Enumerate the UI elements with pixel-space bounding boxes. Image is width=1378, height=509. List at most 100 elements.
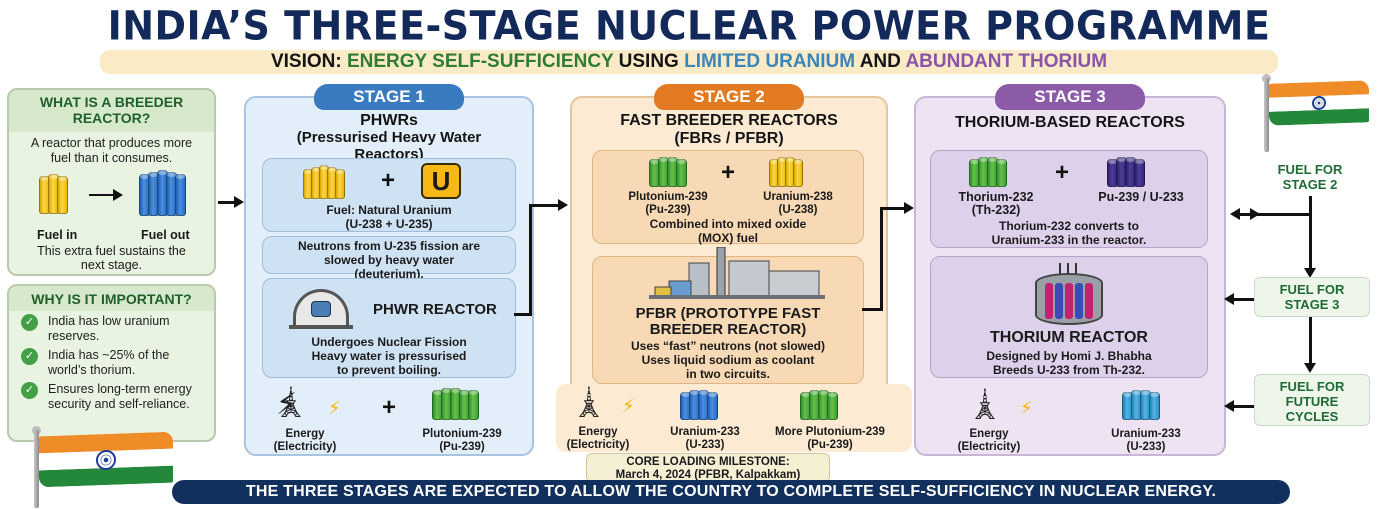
arrow-head-icon bbox=[1224, 400, 1234, 412]
mox-line1: Combined into mixed oxide bbox=[649, 217, 807, 231]
stage-1-moderator-note: Neutrons from U-235 fission are slowed b… bbox=[262, 236, 516, 281]
stage-1-fuel-box: + U Fuel: Natural Uranium (U-238 + U-235… bbox=[262, 158, 516, 232]
importance-text: India has ~25% of the world’s thorium. bbox=[48, 348, 170, 377]
stage-3-output-energy: Energy(Electricity) bbox=[957, 428, 1021, 453]
plus-icon: + bbox=[721, 159, 736, 186]
stage-2-pill: STAGE 2 bbox=[654, 84, 804, 110]
uranium-233-rods-icon bbox=[680, 390, 718, 420]
arrow-head-icon bbox=[904, 202, 914, 214]
uranium-rods-icon bbox=[303, 165, 345, 199]
importance-item: ✓ India has low uranium reserves. bbox=[9, 311, 214, 345]
reactor-line1: Undergoes Nuclear Fission bbox=[311, 335, 467, 349]
page-title: INDIA’S THREE-STAGE NUCLEAR POWER PROGRA… bbox=[107, 2, 1271, 50]
stage-1-panel: STAGE 1 PHWRs (Pressurised Heavy Water R… bbox=[244, 84, 534, 456]
vision-using: USING bbox=[618, 51, 679, 72]
pfbr-line3: in two circuits. bbox=[685, 367, 770, 381]
stage-3-output-u233: Uranium-233(U-233) bbox=[1111, 428, 1181, 453]
uranium-238-label: Uranium-238(U-238) bbox=[763, 191, 833, 216]
flow-to-u233-output bbox=[1232, 405, 1254, 408]
arrow-head-icon bbox=[1304, 268, 1316, 278]
fuel-out-label: Fuel out bbox=[141, 228, 190, 242]
plutonium-label: Plutonium-239(Pu-239) bbox=[628, 191, 708, 216]
pfbr-title-line1: PFBR (PROTOTYPE FAST bbox=[635, 305, 821, 322]
thorium-label: Thorium-232(Th-232) bbox=[958, 190, 1034, 217]
thorium-reactor-icon bbox=[1035, 263, 1103, 325]
stage-3-pill: STAGE 3 bbox=[995, 84, 1145, 110]
check-icon: ✓ bbox=[21, 314, 38, 331]
plutonium-rods-icon bbox=[800, 390, 838, 420]
thorium-note-line2: Uranium-233 in the reactor. bbox=[991, 233, 1147, 247]
pfbr-plant-icon bbox=[649, 247, 825, 299]
power-tower-icon: 🗼︎ bbox=[272, 386, 311, 419]
lightning-icon: ⚡ bbox=[328, 398, 341, 418]
stage-1-fuel-line1: Fuel: Natural Uranium bbox=[326, 203, 452, 217]
thorium-note-line1: Thorium-232 converts to bbox=[998, 219, 1140, 233]
arrow-head-icon bbox=[234, 196, 244, 208]
thorium-rods-icon bbox=[969, 157, 1007, 187]
vision-thorium: ABUNDANT THORIUM bbox=[905, 51, 1108, 72]
phwr-reactor-label: PHWR REACTOR bbox=[373, 301, 497, 318]
plus-icon: + bbox=[381, 167, 396, 194]
breeder-info-box: WHAT IS A BREEDER REACTOR? A reactor tha… bbox=[7, 88, 216, 276]
stage-2-output-energy: Energy(Electricity) bbox=[566, 426, 630, 451]
arrow-head-icon bbox=[1250, 208, 1260, 220]
check-icon: ✓ bbox=[21, 348, 38, 365]
conclusion-banner: THE THREE STAGES ARE EXPECTED TO ALLOW T… bbox=[172, 480, 1290, 504]
uranium-233-rods-icon bbox=[1122, 390, 1160, 420]
thorium-reactor-line2: Breeds U-233 from Th-232. bbox=[992, 363, 1146, 377]
pfbr-line1: Uses “fast” neutrons (not slowed) bbox=[630, 339, 826, 353]
stage-3-reactor-box: THORIUM REACTOR Designed by Homi J. Bhab… bbox=[930, 256, 1208, 378]
milestone-line2: March 4, 2024 (PFBR, Kalpakkam) bbox=[615, 469, 801, 481]
mox-line2: (MOX) fuel bbox=[698, 231, 758, 245]
stage-2-subtitle: (FBRs / PFBR) bbox=[674, 130, 784, 147]
plus-icon: + bbox=[382, 394, 397, 421]
thorium-reactor-line1: Designed by Homi J. Bhabha bbox=[986, 349, 1152, 363]
arrow-segment bbox=[880, 207, 906, 210]
vision-banner: VISION: ENERGY SELF-SUFFICIENCY USING LI… bbox=[100, 50, 1278, 74]
arrow-head-icon bbox=[1224, 293, 1234, 305]
reactor-line3: to prevent boiling. bbox=[337, 363, 441, 377]
vision-energy: ENERGY SELF-SUFFICIENCY bbox=[346, 51, 614, 72]
arrow-segment bbox=[529, 204, 561, 207]
stage-3-title: THORIUM-BASED REACTORS bbox=[955, 114, 1185, 131]
thorium-reactor-label: THORIUM REACTOR bbox=[990, 329, 1148, 346]
stage-2-reactor-box: PFBR (PROTOTYPE FAST BREEDER REACTOR) Us… bbox=[592, 247, 864, 384]
fuel-in-label: Fuel in bbox=[37, 228, 78, 242]
arrow-segment bbox=[529, 204, 532, 316]
stage-3-fuel-box: + Thorium-232(Th-232) Pu-239 / U-233 Tho… bbox=[930, 150, 1208, 248]
power-tower-icon: 🗼︎ bbox=[966, 388, 1005, 421]
power-tower-icon: ⚡︎ bbox=[276, 388, 298, 421]
arrow-head-icon bbox=[558, 199, 568, 211]
arrow-head-icon bbox=[1304, 363, 1316, 373]
arrow-segment bbox=[880, 207, 883, 311]
flow-vertical-line bbox=[1309, 317, 1312, 365]
uranium-symbol-icon: U bbox=[421, 163, 461, 199]
plus-icon: + bbox=[1055, 159, 1070, 186]
breeder-heading: WHAT IS A BREEDER REACTOR? bbox=[9, 90, 214, 132]
stage-2-output-u233: Uranium-233(U-233) bbox=[670, 426, 740, 451]
stage-1-fuel-line2: (U-238 + U-235) bbox=[345, 217, 433, 231]
arrow-to-stage1 bbox=[218, 201, 236, 204]
stage-1-reactor-box: PHWR REACTOR Undergoes Nuclear Fission H… bbox=[262, 278, 516, 378]
lightning-icon: ⚡ bbox=[622, 396, 635, 416]
arrow-head-icon bbox=[113, 189, 123, 201]
stage-2-output-plutonium: More Plutonium-239(Pu-239) bbox=[775, 426, 885, 451]
importance-heading: WHY IS IT IMPORTANT? bbox=[9, 286, 214, 311]
importance-item: ✓ India has ~25% of the world’s thorium. bbox=[9, 345, 214, 379]
uranium-rods-icon bbox=[769, 157, 803, 187]
milestone-line1: CORE LOADING MILESTONE: bbox=[626, 456, 790, 468]
vision-prefix: VISION: bbox=[270, 51, 342, 72]
breeder-footer: This extra fuel sustains the next stage. bbox=[37, 244, 186, 272]
stage-2-panel: STAGE 2 FAST BREEDER REACTORS (FBRs / PF… bbox=[570, 84, 888, 419]
arrow-stage1-to-stage2 bbox=[514, 313, 530, 316]
pfbr-title-line2: BREEDER REACTOR) bbox=[649, 321, 807, 338]
plutonium-rods-icon bbox=[649, 157, 687, 187]
pu-u233-rods-icon bbox=[1107, 157, 1145, 187]
importance-box: WHY IS IT IMPORTANT? ✓ India has low ura… bbox=[7, 284, 216, 442]
importance-item: ✓ Ensures long-term energy security and … bbox=[9, 379, 214, 413]
importance-text: India has low uranium reserves. bbox=[48, 314, 170, 343]
power-tower-icon: 🗼︎ bbox=[570, 386, 609, 419]
reactor-line2: Heavy water is pressurised bbox=[311, 349, 467, 363]
stage-1-output-energy: Energy(Electricity) bbox=[273, 428, 337, 453]
stage-1-pill: STAGE 1 bbox=[314, 84, 464, 110]
